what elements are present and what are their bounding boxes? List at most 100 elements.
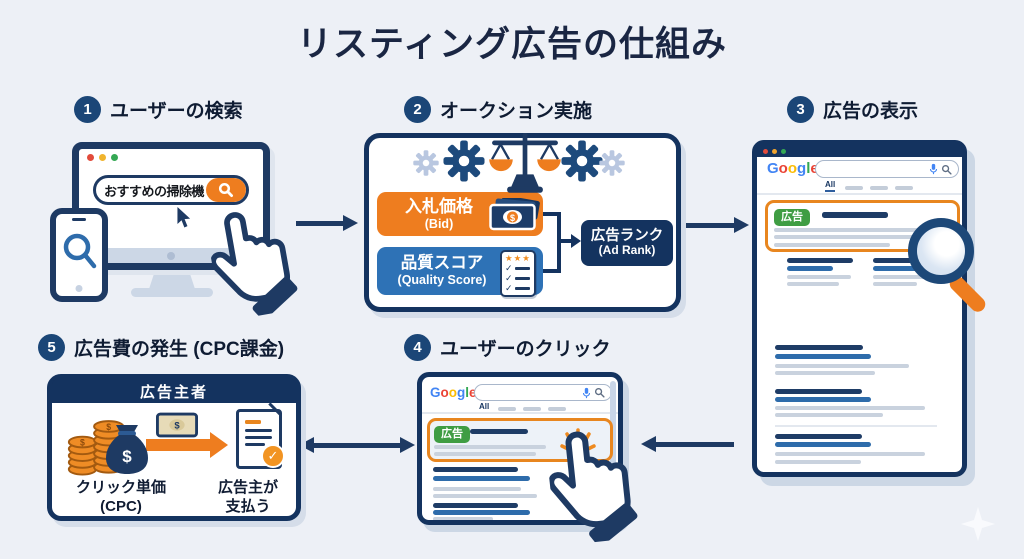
window-dot-green [781, 148, 786, 154]
gear-icon [443, 140, 485, 182]
search-input [474, 384, 612, 401]
search-button [206, 178, 246, 202]
mic-icon [582, 387, 591, 398]
paid-check-icon: ✓ [261, 444, 285, 468]
search-results-browser: Google All 広告 [752, 140, 989, 477]
step1-label: ユーザーの検索 [110, 101, 243, 122]
payment-arrow [146, 439, 210, 451]
currency-symbol: $ [106, 422, 111, 432]
tab-pill [870, 186, 888, 190]
text-line-skeleton [433, 503, 518, 508]
text-line-skeleton [775, 442, 871, 447]
monitor-stand-neck [149, 268, 195, 289]
payer-label: 広告主が 支払う [200, 479, 296, 517]
document-line [245, 443, 265, 446]
invoice-document-icon: ✓ [236, 409, 285, 469]
connector-line [543, 269, 561, 273]
text-line-skeleton [787, 275, 851, 279]
text-line-skeleton [822, 212, 888, 218]
arrow-step3-to-step4 [641, 436, 734, 452]
cpc-label-line2: (CPC) [100, 497, 142, 515]
ad-rank-box: 広告ランク (Ad Rank) [581, 220, 673, 266]
bid-sublabel: (Bid) [424, 216, 454, 231]
check-mark: ✓ [505, 272, 513, 283]
divider [757, 193, 962, 195]
text-line-skeleton [433, 510, 530, 515]
ad-badge: 広告 [434, 426, 470, 444]
text-line-skeleton [873, 258, 927, 263]
banknote-icon: $ [156, 412, 198, 438]
step1-number-badge: 1 [74, 96, 101, 123]
sparkle-icon [961, 507, 995, 541]
auction-box: 入札価格 (Bid) $ 品質スコア (Quality Score) ★★★ ✓… [364, 133, 681, 312]
google-logo: Google [767, 160, 819, 177]
quality-sublabel: (Quality Score) [397, 273, 487, 288]
page-title: リスティング広告の仕組み [297, 25, 727, 64]
connector-arrowhead [571, 234, 581, 248]
search-icon [63, 233, 97, 269]
step5-header: 5 広告費の発生 (CPC課金) [38, 334, 284, 361]
document-line [245, 420, 261, 424]
text-line-skeleton [434, 452, 536, 456]
check-mark: ✓ [505, 262, 513, 273]
text-line-skeleton [775, 434, 862, 439]
step3-number-badge: 3 [787, 96, 814, 123]
adrank-label: 広告ランク [590, 227, 664, 244]
text-line-skeleton [873, 282, 917, 286]
mic-icon [929, 163, 938, 175]
text-line-skeleton [433, 494, 537, 498]
monitor-stand-base [131, 288, 213, 297]
scrollbar [610, 381, 616, 516]
payment-arrowhead [210, 432, 228, 458]
payer-label-line2: 支払う [225, 497, 271, 515]
window-dot-green [111, 154, 118, 161]
phone-speaker [72, 218, 86, 221]
text-line-skeleton [787, 282, 839, 286]
tab-all: All [825, 181, 836, 192]
phone-home-button [75, 285, 83, 292]
connector-line [557, 212, 561, 273]
browser-titlebar [757, 145, 962, 157]
currency-symbol: $ [174, 421, 180, 432]
bid-label: 入札価格 [405, 197, 473, 217]
text-line-skeleton [775, 371, 875, 375]
gear-icon [599, 150, 625, 176]
arrow-step2-to-step3 [686, 217, 749, 233]
hand-pointer-icon [548, 431, 638, 547]
text-line-skeleton [433, 517, 493, 520]
window-dot-red [87, 154, 94, 161]
text-line-skeleton [787, 258, 853, 263]
text-line-skeleton [434, 445, 546, 449]
currency-symbol: $ [80, 437, 85, 447]
text-line-skeleton [775, 389, 862, 394]
window-dot-yellow [772, 148, 777, 154]
window-dot-red [763, 148, 768, 154]
text-line-skeleton [775, 413, 883, 417]
cpc-label-line1: クリック単価 [75, 479, 166, 496]
search-input [815, 160, 959, 178]
balance-scale-icon [489, 133, 561, 193]
step2-label: オークション実施 [440, 101, 593, 122]
divider [422, 412, 618, 414]
smartphone [50, 208, 108, 302]
step2-header: 2 オークション実施 [404, 96, 592, 123]
tab-pill [523, 407, 541, 411]
currency-symbol: $ [122, 447, 132, 466]
step5-number-badge: 5 [38, 334, 65, 361]
text-line-skeleton [774, 243, 890, 247]
text-line-skeleton [774, 228, 920, 232]
search-icon [941, 164, 952, 175]
money-bills-icon: $ [489, 198, 540, 231]
connector-line [561, 239, 571, 243]
step4-label: ユーザーのクリック [440, 339, 611, 360]
text-line-skeleton [873, 266, 925, 271]
step3-header: 3 広告の表示 [787, 96, 918, 123]
text-line-skeleton [787, 266, 833, 271]
document-line [245, 429, 272, 432]
money-bag-icon: $ [106, 425, 148, 474]
text-line-skeleton [470, 429, 528, 434]
search-icon [218, 182, 234, 198]
step1-header: 1 ユーザーの検索 [74, 96, 243, 123]
tab-pill [498, 407, 516, 411]
google-logo: Google [430, 385, 477, 400]
